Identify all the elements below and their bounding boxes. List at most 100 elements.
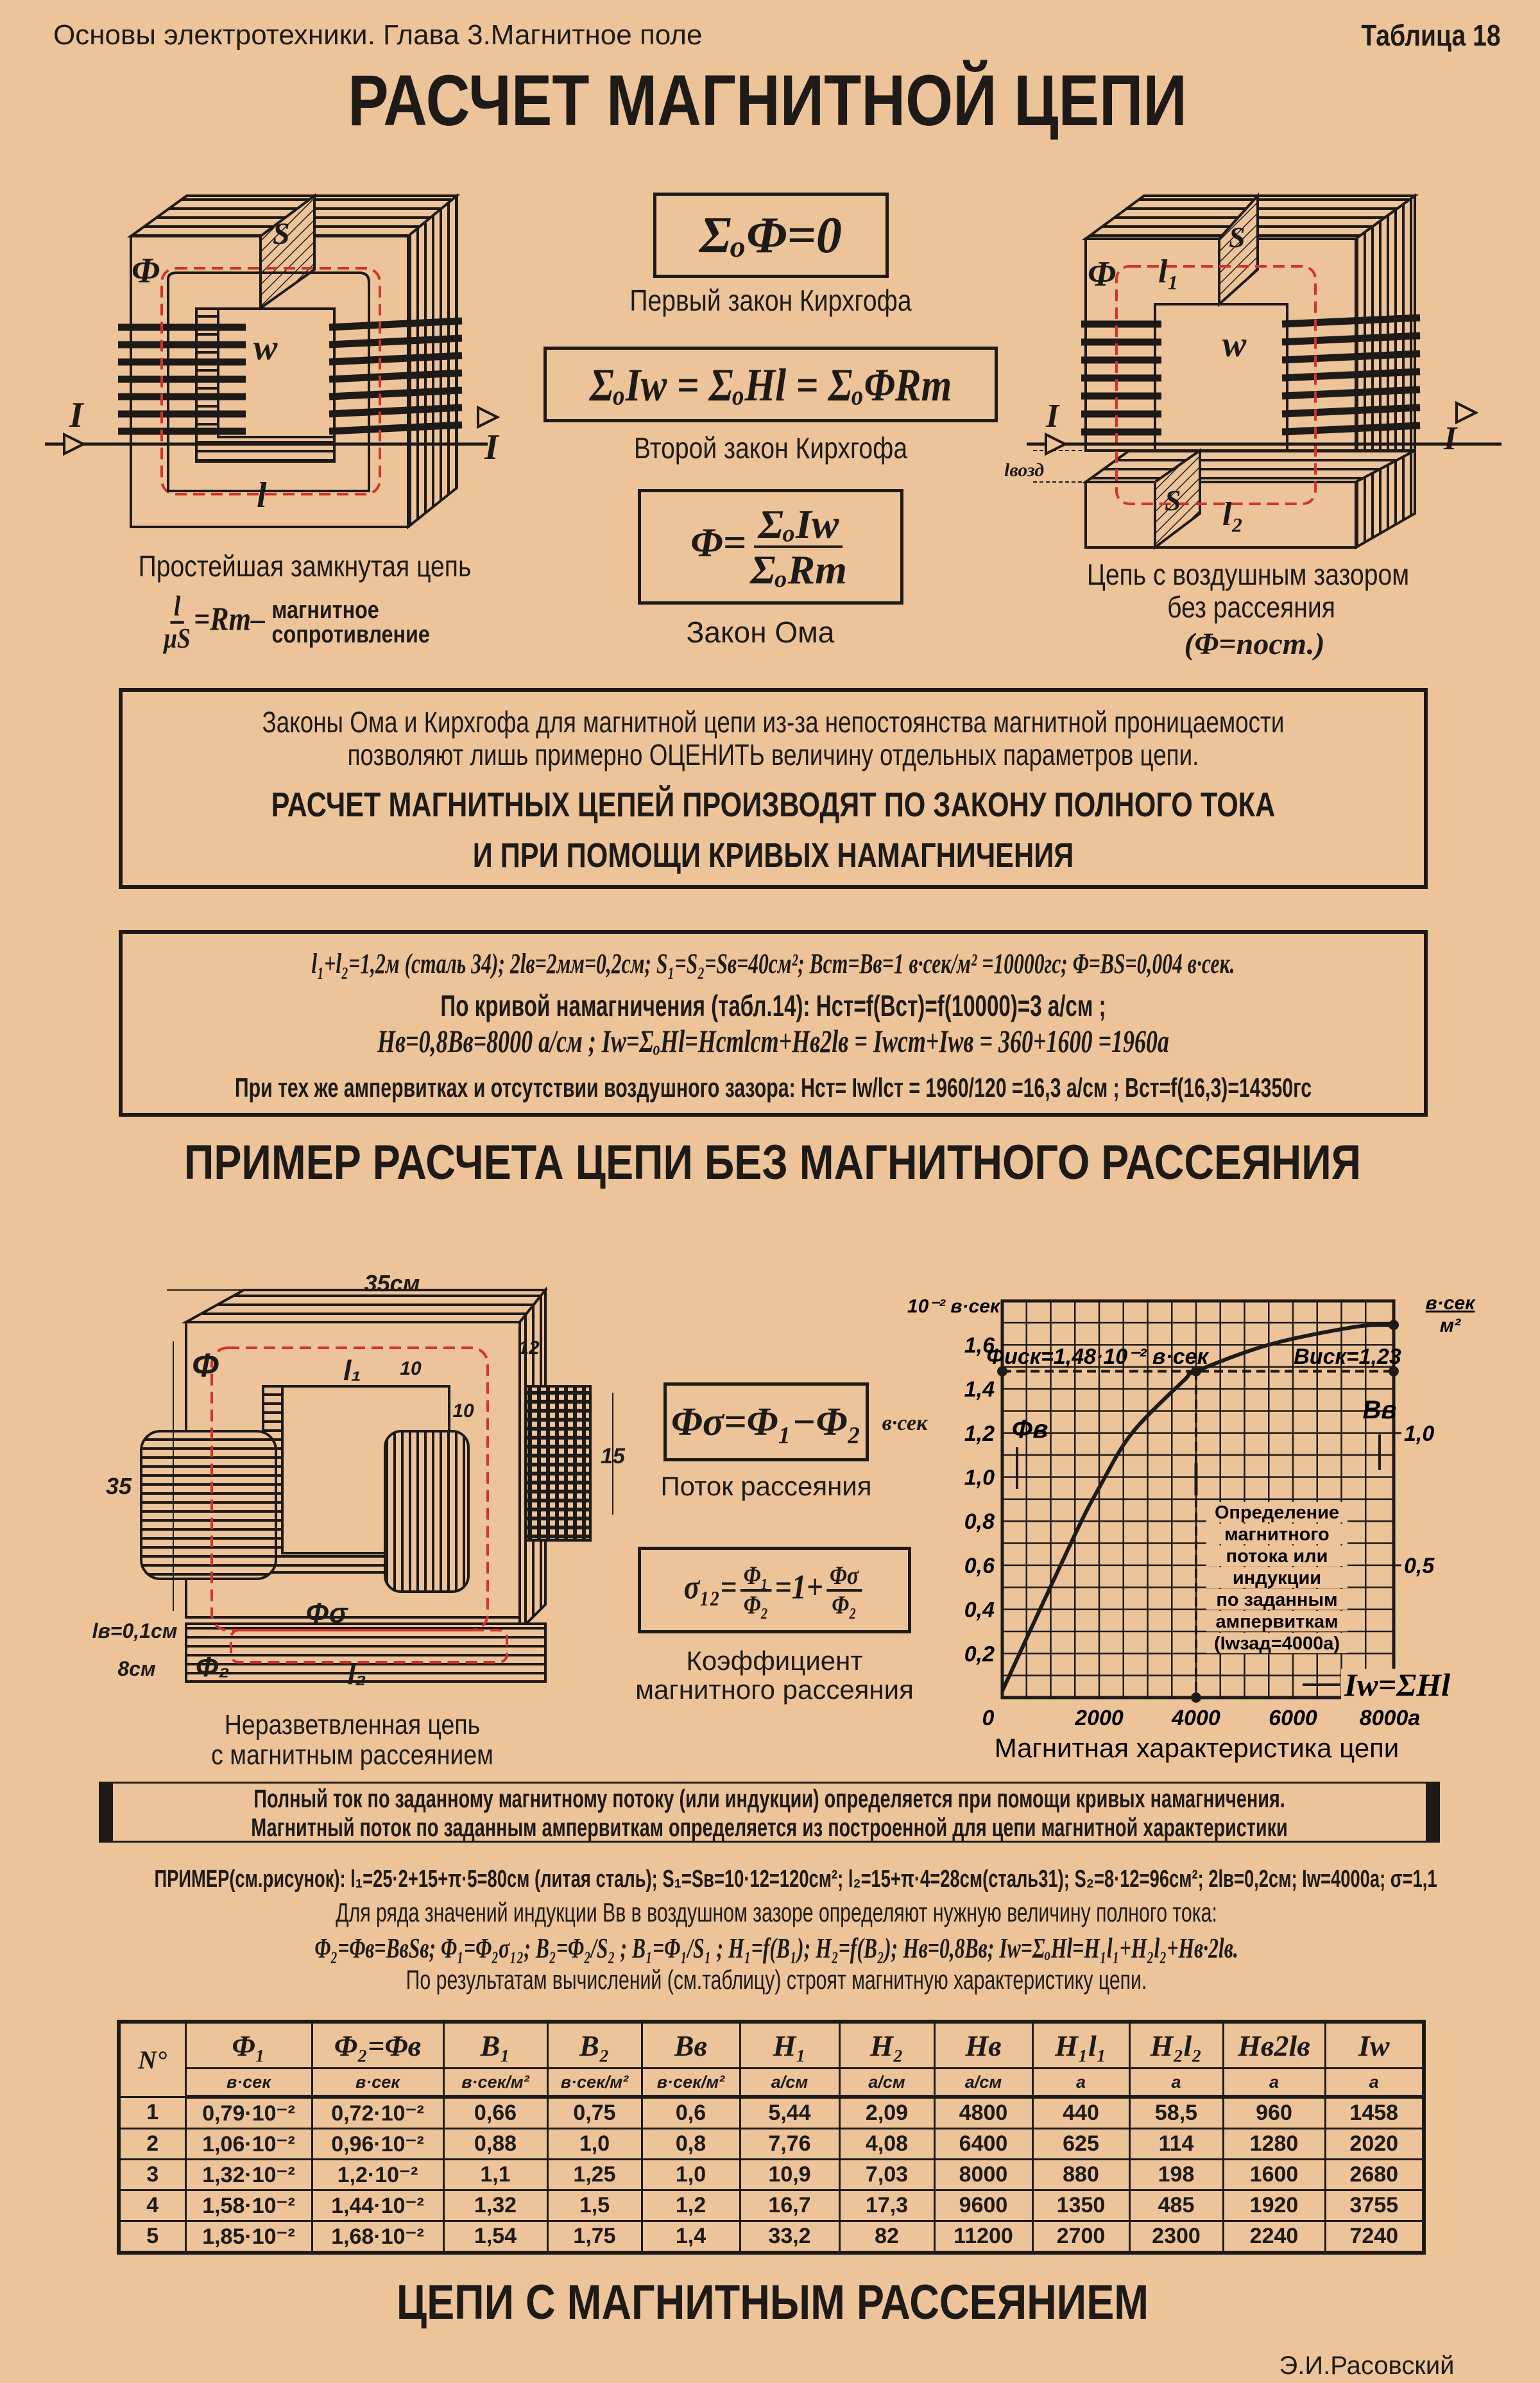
table-cell: 1,4 bbox=[640, 2220, 741, 2254]
column-unit: а bbox=[1031, 2067, 1131, 2099]
coil-large-icon bbox=[140, 1430, 277, 1580]
column-unit: в·сек/м² bbox=[442, 2067, 549, 2099]
table-cell: 10,9 bbox=[739, 2158, 841, 2191]
table-number: Таблица 18 bbox=[1361, 19, 1501, 52]
table-cell: 6400 bbox=[933, 2128, 1034, 2160]
table-cell: 58,5 bbox=[1128, 2095, 1224, 2129]
fig1-current-in-label: I bbox=[69, 395, 85, 435]
column-unit: а bbox=[1128, 2067, 1224, 2099]
table-cell: 114 bbox=[1128, 2128, 1224, 2160]
column-header: B₁ bbox=[442, 2020, 549, 2069]
table-cell: 4800 bbox=[933, 2095, 1034, 2129]
leakage-flux-label: Поток рассеяния bbox=[660, 1471, 872, 1501]
table-cell: 880 bbox=[1031, 2158, 1131, 2191]
annotation-backdrop bbox=[1206, 1567, 1348, 1588]
fig2-w-label: w bbox=[1222, 325, 1247, 365]
annotation-note-line: (Iwзад=4000а) bbox=[1214, 1633, 1340, 1654]
fig3-dim-35: 35 bbox=[106, 1473, 132, 1499]
table-cell: 11200 bbox=[933, 2220, 1034, 2254]
fig2-l1-label: l₁ bbox=[1158, 254, 1179, 290]
fig1-s-label: S bbox=[273, 217, 290, 251]
annotation-note-line: индукции bbox=[1233, 1568, 1321, 1588]
fig3-caption-1: Неразветвленная цепь bbox=[224, 1709, 481, 1741]
table-cell: 0,96·10⁻² bbox=[311, 2128, 445, 2160]
column-header: Φ₁ bbox=[184, 2020, 313, 2069]
table-cell: 17,3 bbox=[838, 2189, 936, 2222]
annotation-backdrop bbox=[1206, 1524, 1348, 1544]
table-cell: 0,66 bbox=[442, 2095, 549, 2129]
table-cell: 1,58·10⁻² bbox=[184, 2189, 313, 2222]
fig2-phi-label: Φ bbox=[1088, 254, 1116, 294]
table-cell: 1,5 bbox=[546, 2189, 643, 2222]
y-tick-label: 0,6 bbox=[964, 1554, 995, 1578]
table-cell: 5 bbox=[117, 2220, 187, 2254]
induction-found-annotation: Bиск=1,23 bbox=[1294, 1345, 1401, 1369]
column-unit: в·сек/м² bbox=[640, 2067, 741, 2099]
y2-axis-unit-den: м² bbox=[1440, 1315, 1461, 1336]
banner-line-2: Магнитный поток по заданным ампервиткам … bbox=[251, 1814, 1288, 1842]
table-cell: 1,1 bbox=[442, 2158, 549, 2191]
fig3-phi-sigma-label: Φσ bbox=[305, 1597, 348, 1629]
note-line-2: позволяют лишь примерно ОЦЕНИТЬ величину… bbox=[347, 738, 1199, 771]
y-tick-label: 1,2 bbox=[964, 1422, 995, 1446]
annotation-backdrop bbox=[1206, 1589, 1348, 1610]
table-cell: 2300 bbox=[1128, 2220, 1224, 2254]
table-cell: 1,54 bbox=[442, 2220, 549, 2254]
leakage-circuit-diagram bbox=[140, 1286, 613, 1683]
x-tick-label: 4000 bbox=[1171, 1706, 1220, 1730]
fig2-s-bottom-label: S bbox=[1165, 484, 1181, 517]
annotation-note-line: по заданным bbox=[1216, 1590, 1337, 1610]
coil-right-icon bbox=[329, 317, 463, 435]
fig1-current-out-label: I bbox=[484, 427, 500, 467]
first-law-formula: ΣₒΦ=0 bbox=[699, 207, 842, 264]
fig3-caption-2: с магнитным рассеянием bbox=[211, 1739, 493, 1771]
coef-den-2: Φ₂ bbox=[832, 1590, 857, 1619]
table-cell: 1,32 bbox=[442, 2189, 549, 2222]
x-tick-label: 2000 bbox=[1074, 1706, 1124, 1730]
coef-lhs: σ₁₂= bbox=[683, 1567, 737, 1606]
column-header-number: N° bbox=[117, 2020, 187, 2098]
fig2-s-top-label: S bbox=[1229, 221, 1245, 254]
table-cell: 0,75 bbox=[546, 2095, 643, 2129]
point-marker bbox=[1191, 1692, 1201, 1703]
note-line-3: РАСЧЕТ МАГНИТНЫХ ЦЕПЕЙ ПРОИЗВОДЯТ ПО ЗАК… bbox=[271, 786, 1276, 824]
example1-line-2: По кривой намагничения (табл.14): Hст=f(… bbox=[440, 989, 1106, 1022]
flux-found-annotation: Φиск=1,48·10⁻² в·сек bbox=[986, 1345, 1209, 1369]
y-tick-label: 0,8 bbox=[964, 1510, 995, 1534]
table-cell: 485 bbox=[1128, 2189, 1224, 2222]
ohm-law-box bbox=[638, 489, 903, 605]
fig3-dim-15: 15 bbox=[601, 1444, 626, 1468]
coil-center-icon bbox=[384, 1430, 470, 1593]
table-cell: 960 bbox=[1222, 2095, 1326, 2129]
table-cell: 0,72·10⁻² bbox=[311, 2095, 445, 2129]
table-cell: 82 bbox=[838, 2220, 936, 2254]
column-header: H₁ bbox=[739, 2020, 841, 2069]
fig1-caption: Простейшая замкнутая цепь bbox=[138, 549, 472, 583]
coef-den-1: Φ₂ bbox=[743, 1590, 769, 1619]
table-cell: 7240 bbox=[1324, 2220, 1425, 2254]
note-line-1: Законы Ома и Кирхгофа для магнитной цепи… bbox=[262, 705, 1285, 739]
fig2-current-out-label: I bbox=[1443, 420, 1458, 457]
table-cell: 0,79·10⁻² bbox=[184, 2095, 313, 2129]
annotation-note-line: ампервиткам bbox=[1216, 1612, 1339, 1632]
table-cell: 8000 bbox=[933, 2158, 1034, 2191]
ohm-lhs: Φ= bbox=[690, 519, 747, 565]
author-name: Э.И.Расовский bbox=[1279, 2352, 1455, 2380]
fig2-l2-label: l₂ bbox=[1222, 496, 1244, 533]
column-header: Hв2lв bbox=[1222, 2020, 1326, 2069]
leakage-flux-formula: Φσ=Φ₁−Φ₂ bbox=[671, 1400, 862, 1444]
formula-denominator: μS bbox=[164, 623, 191, 654]
section-heading-with-leakage: ЦЕПИ С МАГНИТНЫМ РАССЕЯНИЕМ bbox=[396, 2275, 1149, 2330]
table-cell: 0,8 bbox=[640, 2128, 741, 2160]
annotation-note-line: потока или bbox=[1226, 1546, 1328, 1567]
table-cell: 7,03 bbox=[838, 2158, 936, 2191]
column-header: H₂ bbox=[838, 2020, 936, 2069]
table-cell: 1350 bbox=[1031, 2189, 1131, 2222]
y-tick-label: 0,2 bbox=[964, 1642, 995, 1666]
